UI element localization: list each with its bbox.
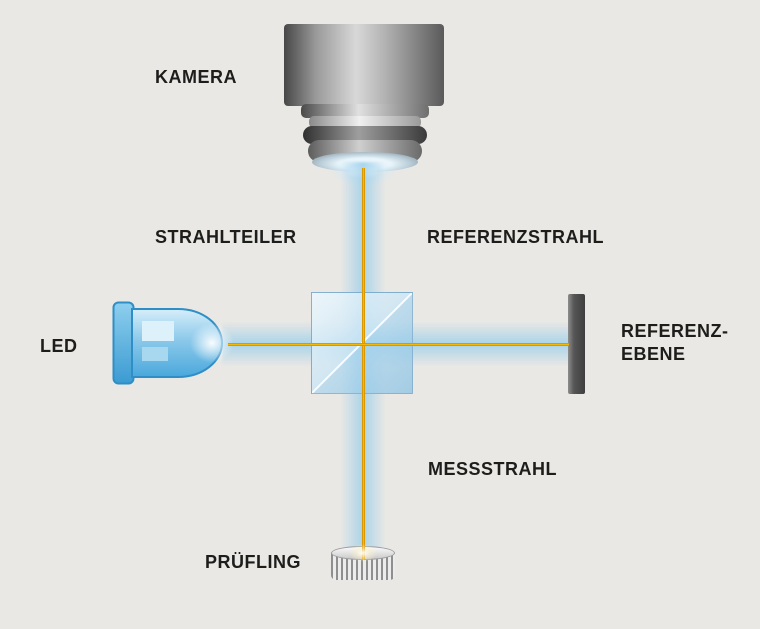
label-led: LED (40, 336, 78, 356)
label-strahlteiler: STRAHLTEILER (155, 227, 297, 247)
label-pruefling: PRÜFLING (205, 552, 301, 572)
reference-beam (228, 343, 569, 346)
reference-plane (568, 294, 585, 394)
camera-body (284, 24, 444, 106)
measurement-beam (362, 168, 365, 560)
label-referenzstrahl: REFERENZSTRAHL (427, 227, 604, 247)
beam-spot (349, 544, 377, 562)
label-kamera: KAMERA (155, 67, 237, 87)
label-messstrahl: MESSSTRAHL (428, 459, 558, 479)
label-referenz-ebene: REFERENZ- EBENE (621, 321, 729, 365)
camera-ring (309, 116, 421, 128)
camera-ring (303, 126, 427, 144)
led-shape (112, 301, 234, 385)
camera-ring (301, 104, 429, 118)
